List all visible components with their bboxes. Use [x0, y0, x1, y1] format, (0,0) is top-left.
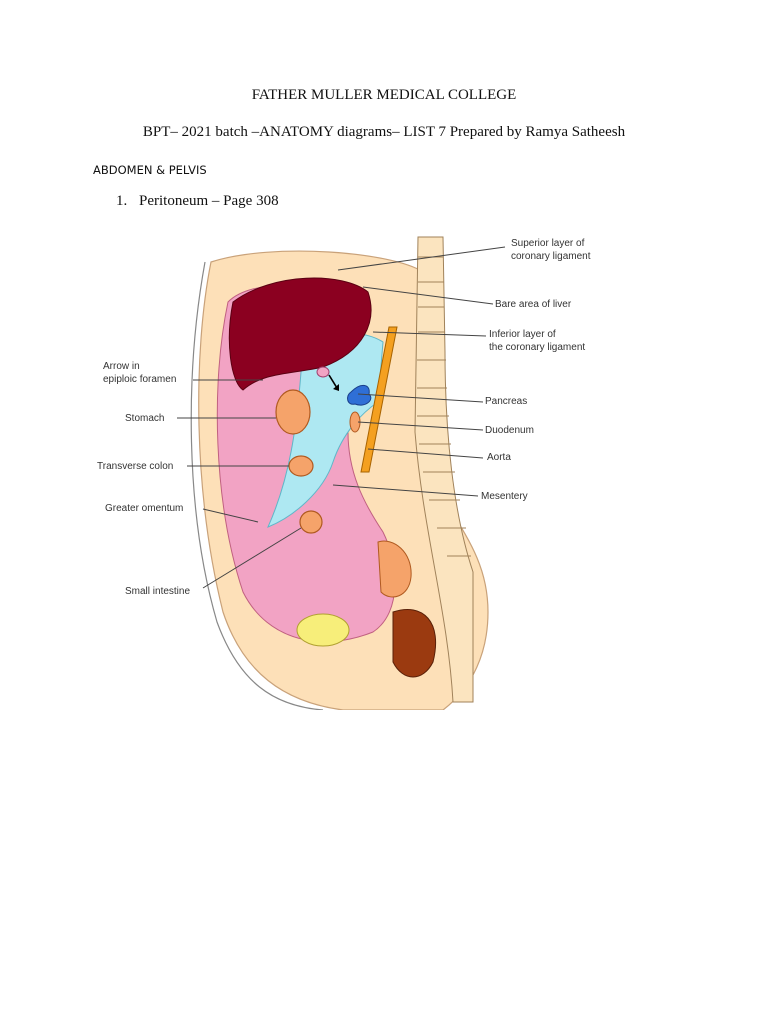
aorta [360, 326, 398, 473]
stomach [275, 389, 311, 435]
document-subtitle: BPT– 2021 batch –ANATOMY diagrams– LIST … [142, 124, 626, 140]
document-title: FATHER MULLER MEDICAL COLLEGE [251, 87, 517, 103]
section-heading: ABDOMEN & PELVIS [93, 163, 207, 177]
rectum [392, 608, 437, 678]
label-stomach: Stomach [125, 413, 165, 424]
label-duodenum: Duodenum [485, 425, 534, 436]
uterus [377, 540, 412, 598]
label-mesentery: Mesentery [481, 491, 528, 502]
small-intestine [299, 510, 323, 534]
label-aorta: Aorta [487, 452, 511, 463]
list-item: 1. Peritoneum – Page 308 [116, 193, 279, 210]
liver [228, 277, 372, 391]
label-small-intestine: Small intestine [125, 586, 191, 597]
bladder [296, 613, 350, 647]
label-greater-omentum: Greater omentum [105, 503, 184, 514]
leader-lines [177, 246, 506, 589]
abdominal-wall-line [190, 261, 324, 710]
label-bare-area: Bare area of liver [495, 299, 572, 310]
label-transverse-colon: Transverse colon [97, 461, 174, 472]
list-text: Peritoneum – Page 308 [139, 193, 279, 209]
transverse-colon [288, 455, 314, 477]
diagram-illustration [177, 236, 506, 710]
epiploic-foramen [316, 366, 330, 378]
lesser-sac [267, 332, 384, 528]
label-pancreas: Pancreas [485, 396, 528, 407]
list-number: 1. [116, 193, 128, 209]
pancreas [347, 385, 372, 406]
spine [414, 236, 474, 703]
epiploic-arrow [328, 374, 338, 389]
